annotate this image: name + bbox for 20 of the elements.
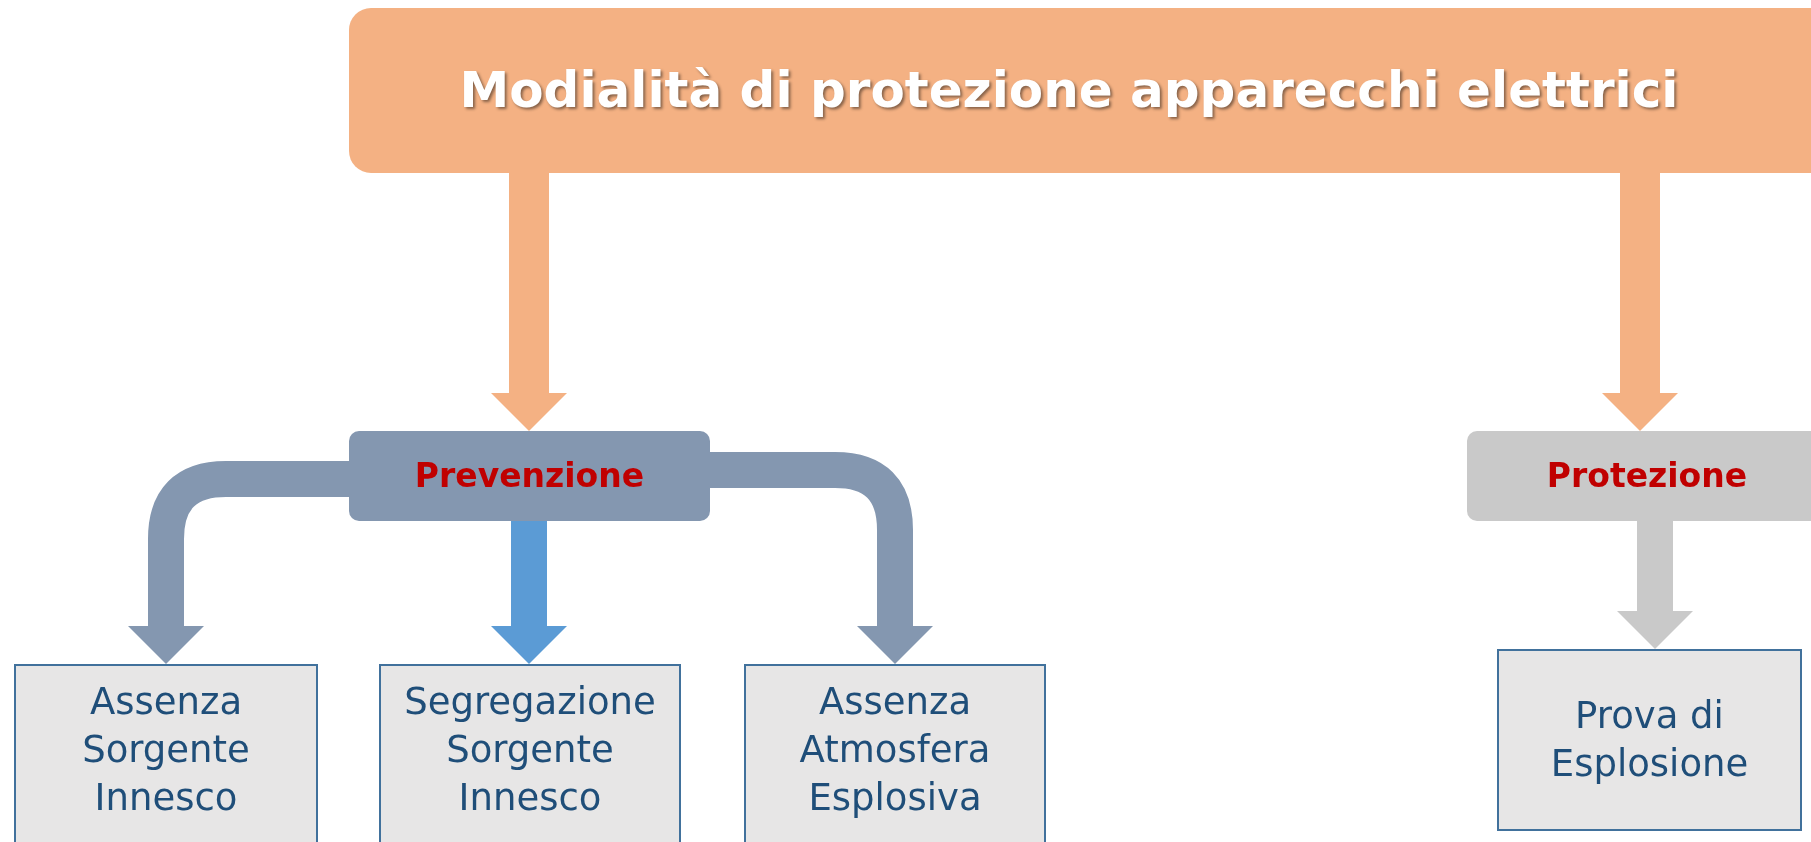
block-arrow — [1617, 521, 1693, 649]
method-label: Prova di Esplosione — [1549, 692, 1750, 787]
method-box — [379, 664, 681, 842]
method-box — [744, 664, 1046, 842]
category-label: Protezione — [1546, 454, 1748, 497]
method-label: Assenza Sorgente Innesco — [81, 679, 251, 822]
block-arrow — [491, 173, 567, 431]
method-box — [1497, 649, 1802, 831]
title-text: Modialità di protezione apparecchi elettrici — [459, 60, 1679, 121]
block-arrow — [491, 521, 567, 664]
block-arrow — [128, 461, 349, 664]
title-banner — [349, 8, 1811, 173]
method-label: Segregazione Sorgente Innesco — [403, 679, 657, 822]
method-label: Assenza Atmosfera Esplosiva — [798, 679, 992, 822]
block-arrow — [1602, 173, 1678, 431]
category-box — [349, 431, 710, 521]
block-arrow — [710, 452, 933, 664]
category-label: Prevenzione — [414, 454, 645, 497]
category-box — [1467, 431, 1811, 521]
method-box — [14, 664, 318, 842]
